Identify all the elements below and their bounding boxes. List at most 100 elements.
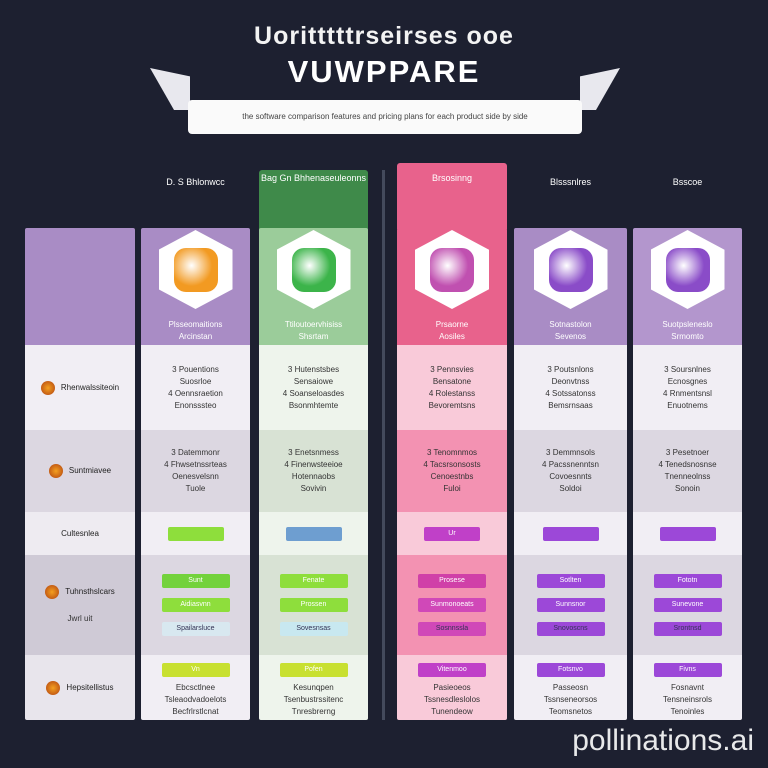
feature-text: 3 Poutsnlons [547,364,594,374]
feature-text: 3 Datemmonr [171,448,220,457]
feature-text: 3 Hutenstsbes [287,364,340,374]
row-label: Tuhnsthslcars [45,585,115,599]
feature-button[interactable]: Fenate [279,574,348,588]
label-cell: Cultesnlea [25,512,135,555]
feature-button[interactable] [167,526,224,541]
column-divider [382,170,385,720]
feature-button[interactable]: Vn [161,662,230,677]
plan-cell [141,512,250,555]
plan-icon-badge [158,230,233,309]
plan-name: Ttiloutoervhisiss [284,320,343,329]
feature-button[interactable]: Fotsnvo [536,662,605,677]
feature-text: Ebcsctlnee [175,682,216,692]
feature-button[interactable]: Fivns [653,662,722,677]
plan-name: Sotnastolon [549,320,592,329]
feature-text: 3 Enetsnmess [288,448,339,457]
feature-button[interactable]: Spailarsluce [161,622,230,636]
feature-text: Covoesnnts [549,472,592,481]
feature-button[interactable]: Sunmonoeats [418,598,486,612]
product-icon [291,247,336,292]
feature-button[interactable] [659,526,716,541]
row-label: Cultesnlea [61,528,99,540]
feature-text: Soldoi [559,484,582,493]
row-icon [46,680,61,695]
feature-button[interactable]: Prosese [418,574,486,588]
plan-icon-badge [415,230,489,309]
feature-text: Bsonmhtemte [288,400,339,410]
feature-text: Oenesvelsnn [172,472,219,481]
feature-text: Bevoremtsns [428,400,476,410]
plan-caption: Blsssnlres [549,177,591,187]
feature-button[interactable]: Prossen [279,598,348,612]
feature-text: Enonsssteo [174,400,217,410]
label-cell: Suntmiavee [25,430,135,512]
feature-button[interactable]: Srontnsd [653,622,722,636]
plan-cell [514,512,627,555]
feature-text: 4 Oennsraetion [168,388,223,398]
feature-button[interactable]: Aidiasvnn [161,598,230,612]
feature-button[interactable]: Fototn [653,574,722,588]
feature-text: Tssnseneorsos [543,694,598,704]
feature-text: Sensaiowe [293,376,334,386]
feature-text: Tssnesdleslolos [423,694,481,704]
feature-text: Tuole [185,484,206,493]
row-label: Suntmiavee [48,464,111,478]
row-sublabel: Jwrl uit [67,614,93,623]
row-label: Hepsitellistus [46,680,114,695]
feature-text: 4 Fhwsetnssrteas [164,460,227,469]
feature-text: Passeosn [552,682,589,692]
label-cell [25,228,135,345]
feature-text: Enuotnems [667,400,708,410]
feature-text: 4 Pacssnenntsn [542,460,599,469]
feature-button[interactable]: Sotlten [536,574,605,588]
feature-button[interactable]: Sunt [161,574,230,588]
feature-text: Tsleaodvadoelots [164,694,227,704]
feature-button[interactable]: Pofen [279,662,348,677]
feature-text: Sonoin [675,484,700,493]
feature-button[interactable]: Sunevone [653,598,722,612]
feature-button[interactable]: Sunnsnor [536,598,605,612]
label-cell: Hepsitellistus [25,655,135,720]
feature-text: 3 Soursnlnes [664,364,711,374]
feature-button[interactable] [285,526,342,541]
plan-cell [633,512,742,555]
product-icon [665,247,710,292]
feature-button[interactable]: Vitenmoo [418,662,486,677]
row-icon [40,380,55,395]
plan-caption: Brsosinng [431,173,473,183]
feature-text: Tsenbustrssitenc [283,694,344,704]
feature-text: Suosrloe [179,376,212,386]
feature-button[interactable]: Sovesnsas [279,622,348,636]
feature-text: 3 Pouentions [172,364,219,374]
feature-text: 4 Rolestanss [428,388,476,398]
feature-button[interactable]: Ur [424,526,480,541]
feature-button[interactable]: Snovoscns [536,622,605,636]
feature-button[interactable]: Sosnnssla [418,622,486,636]
plan-caption-bg [259,170,368,230]
feature-button[interactable] [542,526,599,541]
feature-text: Cenoestnbs [430,472,474,481]
plan-icon-badge [533,230,608,309]
feature-text: Tunendeow [431,706,473,716]
